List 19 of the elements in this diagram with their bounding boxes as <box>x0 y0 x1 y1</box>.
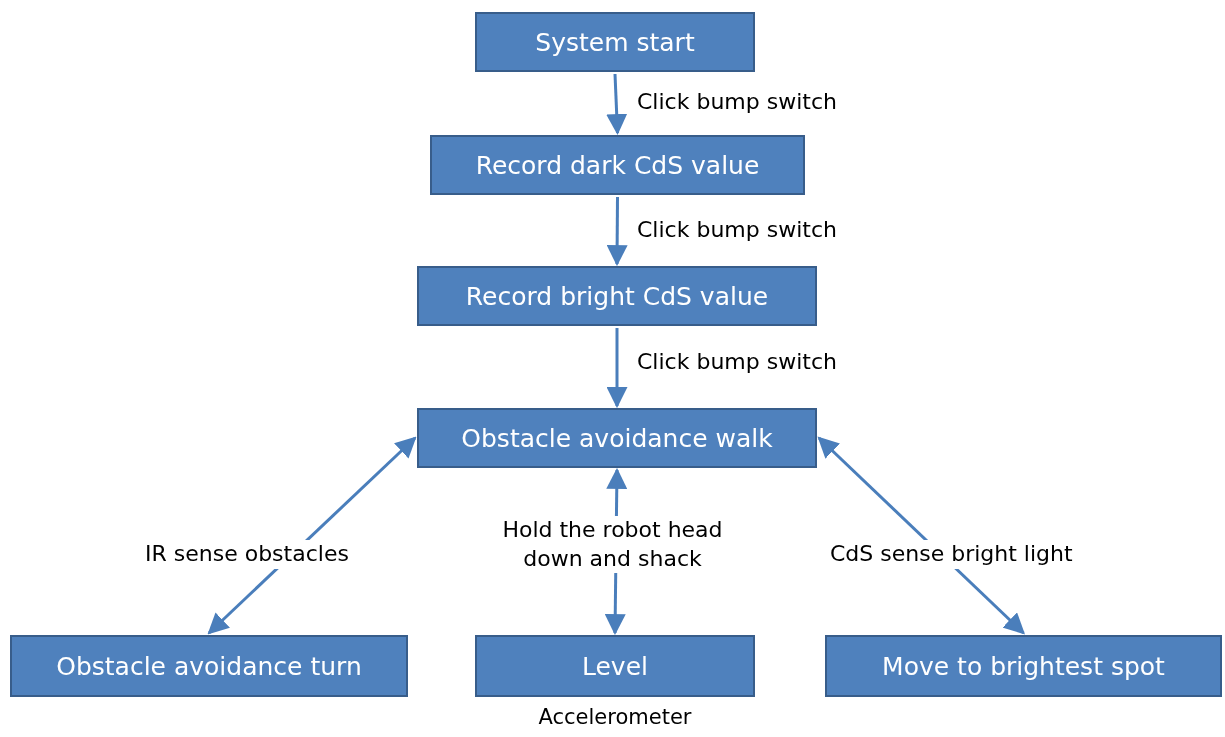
arrow <box>606 328 628 409</box>
process-box <box>10 635 408 697</box>
process-box <box>825 635 1222 697</box>
box-caption: Accelerometer <box>538 705 692 729</box>
process-box <box>417 266 817 326</box>
box-label: System start <box>535 27 695 57</box>
box-label: Obstacle avoidance turn <box>56 651 362 681</box>
box-label: Move to brightest spot <box>882 651 1165 681</box>
process-box <box>417 408 817 468</box>
process-box <box>475 12 755 72</box>
process-box <box>430 135 805 195</box>
box-label: Record dark CdS value <box>475 150 760 180</box>
arrow <box>606 73 628 136</box>
edge-label: CdS sense bright light <box>830 540 1073 569</box>
box-label: Record bright CdS value <box>465 281 769 311</box>
arrow <box>606 197 628 267</box>
edge-label: IR sense obstacles <box>145 540 349 569</box>
box-label: Obstacle avoidance walk <box>461 423 773 453</box>
box-label: Level <box>582 651 648 681</box>
